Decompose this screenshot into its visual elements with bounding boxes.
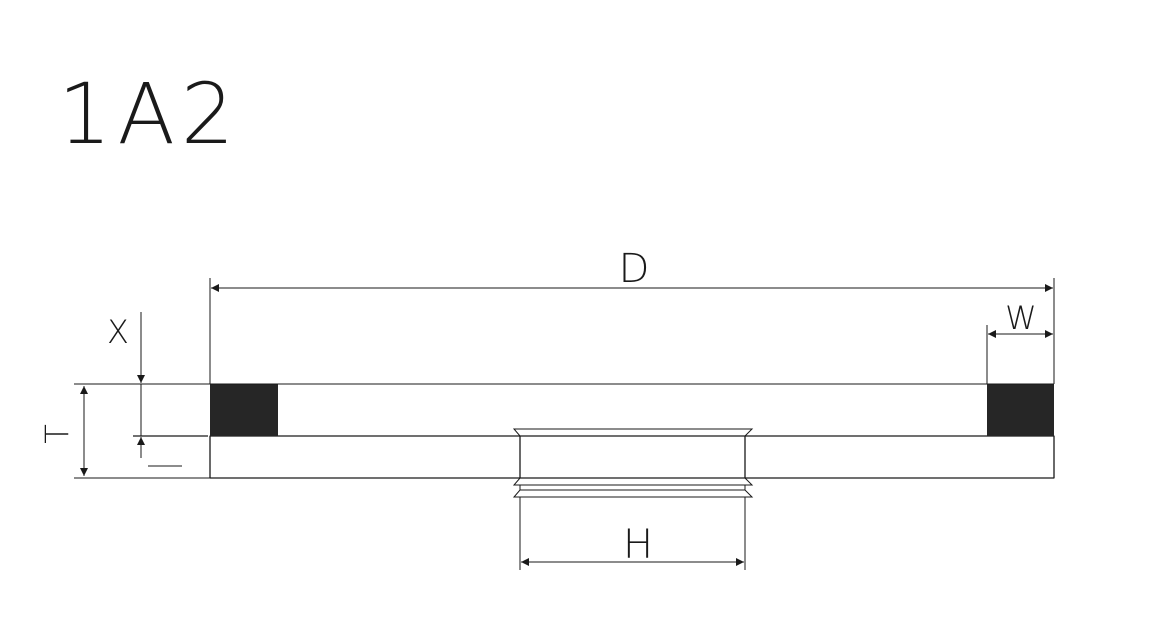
bore bbox=[512, 428, 754, 498]
label-x: X bbox=[107, 313, 129, 351]
label-w: W bbox=[1005, 299, 1037, 337]
wheel-body bbox=[209, 435, 1055, 479]
abrasive-rim-left bbox=[210, 384, 278, 436]
label-h: H bbox=[623, 522, 653, 568]
dimension-h bbox=[519, 497, 746, 570]
label-d: D bbox=[619, 246, 650, 292]
dimension-d bbox=[209, 278, 1055, 384]
profile-title: 1A2 bbox=[58, 65, 240, 163]
label-t: T bbox=[38, 424, 76, 444]
dimension-x bbox=[133, 312, 208, 467]
abrasive-rim-right bbox=[987, 384, 1054, 436]
dimension-w bbox=[986, 325, 1053, 384]
